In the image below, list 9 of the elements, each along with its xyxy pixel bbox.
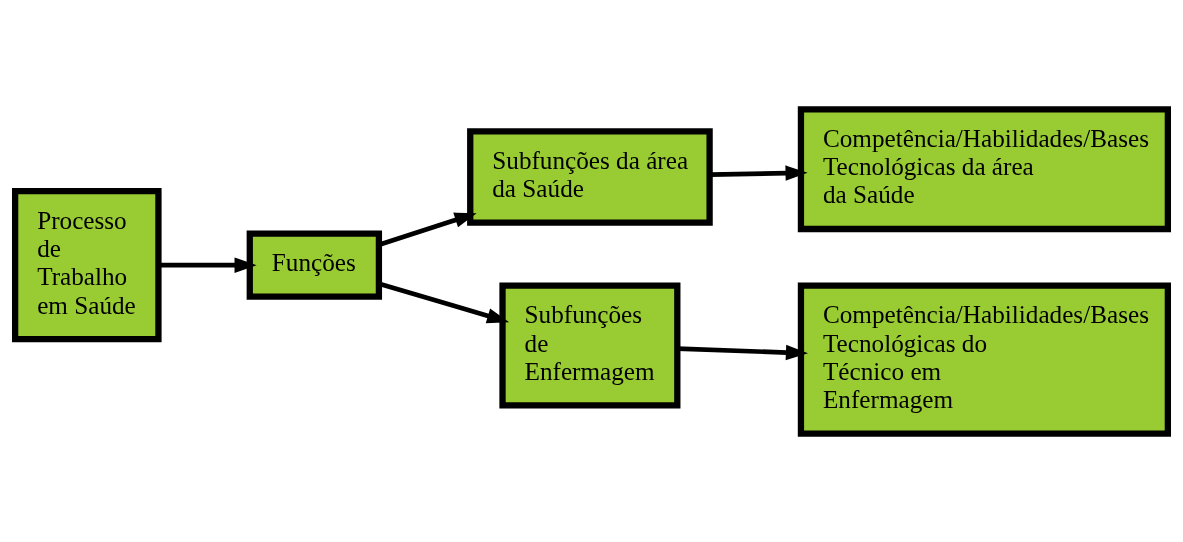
arrow <box>677 344 809 360</box>
arrow <box>709 164 808 181</box>
node-box: Subfunções de Enfermagem <box>499 282 681 408</box>
node-box: Competência/Habilidades/Bases Tecnológicas da área da Saúde <box>797 105 1171 232</box>
arrow <box>158 256 257 273</box>
node-box: Competência/Habilidades/Bases Tecnológicas do Técnico em Enfermagem <box>797 282 1171 437</box>
node-box: Processo de Trabalho em Saúde <box>12 187 162 342</box>
node-box: Funções <box>246 230 383 300</box>
node-box: Subfunções da área da Saúde <box>467 127 713 226</box>
